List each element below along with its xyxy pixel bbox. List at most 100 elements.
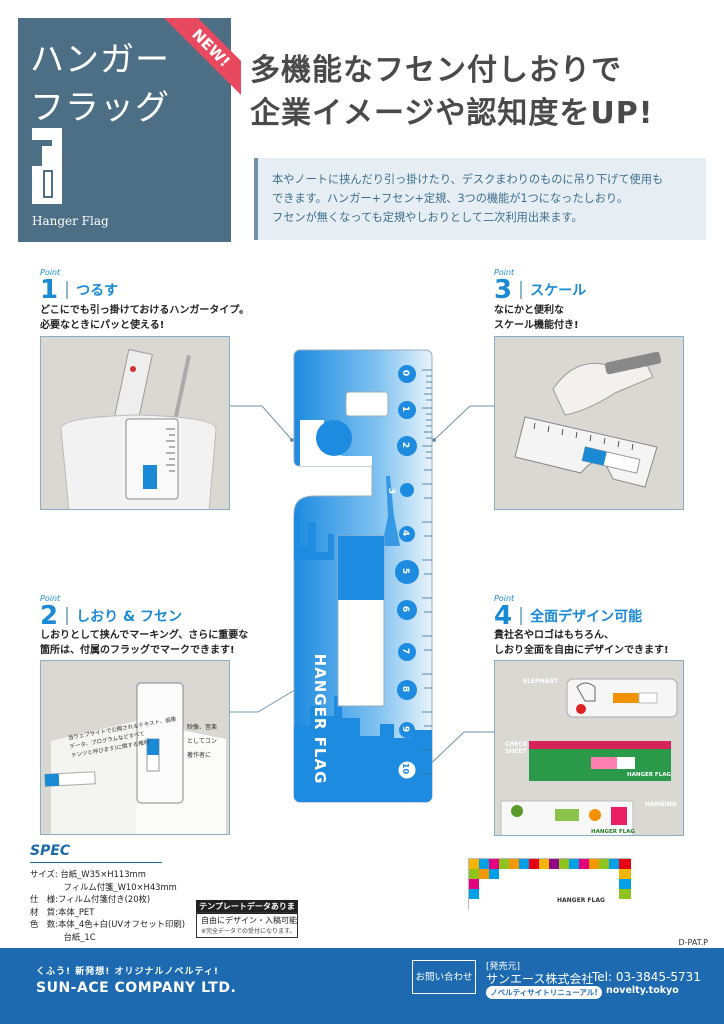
point-1-description: どこにでも引っ掛けておけるハンガータイプ。 必要なときにパッと使える! [40,303,249,333]
book-right-text: 映像、音楽 としてコン 著作者に [187,721,217,763]
point-label: Point [40,268,61,277]
template-text: 自由にデザイン・入稿可能 [201,916,297,925]
point-label: Point [494,594,515,603]
point-2-heading: Point 2 しおり & フセン [40,594,182,629]
point-title: しおり & フセン [76,609,183,625]
product-code: D-PAT.P [678,938,708,947]
design-samples-illustration [495,661,683,835]
point-desc-line: しおり全面を自由にデザインできます! [494,645,669,656]
footer-company-name: SUN-ACE COMPANY LTD. [36,980,237,996]
ruler-number: 7 [400,647,411,655]
point-desc-line: 貴社名やロゴはもちろん、 [494,630,614,641]
connector-dot [432,438,436,442]
point-label: Point [40,594,61,603]
point-2-photo: 当ウェブサイトで公開されるテキスト、画像 データ、プログラムなどすべて テンツと… [40,660,230,835]
ruler-number: 9 [400,725,411,733]
point-1-photo [40,336,230,510]
site-renewal-pill: ノベルティサイトリニューアル! [486,986,602,999]
ruler-number: 5 [400,567,411,575]
headline-line2: 企業イメージや認知度をUP! [250,96,654,131]
ruler-number: 0 [400,369,411,377]
book-illustration [41,661,229,834]
ruler-number: 6 [400,605,411,613]
point-number: 1 [40,275,59,305]
hanger-flag-logo-icon [32,128,62,204]
site-url-link[interactable]: novelty.tokyo [606,985,679,996]
pen-cup-illustration [41,337,229,509]
hanger-flag-product: 0 1 2 3 4 5 6 7 8 9 10 HANGER FLAG [290,346,436,804]
ruler-number: 3 [386,487,397,495]
intro-box: 本やノートに挟んだり引っ掛けたり、デスクまわりのものに吊り下げて使用も できます… [254,158,706,240]
spec-row: 色 数:本体_4色+白(UVオフセット印刷) [30,919,185,929]
design-label-mosaic: MOSAIC [640,860,667,867]
intro-line: フセンが無くなっても定規やしおりとして二次利用出来ます。 [272,211,583,224]
product-title-line2: フラッグ [30,88,170,128]
footer: くふう! 新発想! オリジナルノベルティ! SUN-ACE COMPANY LT… [0,948,724,1024]
spec-list: サイズ: 台紙_W35×H113mm フィルム付箋_W10×H43mm 仕 様:… [30,868,185,943]
point-divider [66,281,69,299]
design-label-elephant: ELEPHANT [523,678,559,685]
book-text-line: 著作者に [187,752,212,759]
spec-row: サイズ: 台紙_W35×H113mm [30,869,146,879]
point-desc-line: どこにでも引っ掛けておけるハンガータイプ。 [40,305,250,316]
brand-english-name: Hanger Flag [32,214,109,228]
book-text-line: としてコン [187,738,217,745]
point-number: 3 [494,275,513,305]
ruler-number: 2 [400,441,411,449]
point-divider [520,607,523,625]
point-3-description: なにかと便利な スケール機能付き! [494,303,579,333]
point-desc-line: 箇所は、付属のフラッグでマークできます! [40,645,235,656]
point-desc-line: スケール機能付き! [494,320,579,331]
template-info: 自由にデザイン・入稿可能 ※完全データでの受付になります。 [196,912,298,938]
ruler-number: 1 [400,405,411,413]
footer-catchphrase: くふう! 新発想! オリジナルノベルティ! [36,967,220,977]
design-brand: HANGER FLAG [557,897,605,904]
intro-line: できます。ハンガー+フセン+定規、3つの機能が1つになったしおり。 [272,192,629,205]
seller-name: サンエース株式会社 [486,972,594,986]
point-number: 4 [494,601,513,631]
point-title: 全面デザイン可能 [530,609,643,625]
ruler-number: 4 [400,529,411,537]
point-desc-line: 必要なときにパッと使える! [40,320,165,331]
connector-dot [290,438,294,442]
mosaic-sample: HANGER FLAG [468,858,631,911]
product-title-line1: ハンガー [30,40,170,80]
product-vertical-brand: HANGER FLAG [311,653,329,785]
point-4-description: 貴社名やロゴはもちろん、 しおり全面を自由にデザインできます! [494,628,669,658]
design-brand: HANGER FLAG [591,829,635,835]
spec-row: 材 質:本体_PET [30,906,95,917]
design-brand: HANGER FLAG [627,772,671,778]
ruler-number: 10 [401,762,411,775]
spec-row: 仕 様:フィルム付箋付き(20枚) [30,894,151,904]
design-label-check-sheet: CHECK SHEET [505,741,528,755]
design-label-hanging: HANGING [645,801,677,808]
point-title: つるす [76,283,119,299]
point-4-photo: ELEPHANT CHECK SHEET HANGER FLAG HANGING… [494,660,684,836]
point-4-heading: Point 4 全面デザイン可能 [494,594,642,629]
title-panel: ハンガー フラッグ Hanger Flag [18,18,231,242]
point-desc-line: なにかと便利な [494,305,564,316]
spec-underline [30,862,162,863]
mosaic-pattern [469,859,631,911]
point-divider [520,281,523,299]
template-badge: テンプレートデータあります [196,900,298,925]
ruler-number: 8 [400,685,411,693]
book-text-line: 映像、音楽 [187,724,218,731]
point-number: 2 [40,601,59,631]
point-title: スケール [530,283,587,299]
headline-line1: 多機能なフセン付しおりで [250,53,622,88]
template-note: ※完全データでの受付になります。 [201,928,296,935]
spec-row: 台紙_1C [30,931,96,942]
point-1-heading: Point 1 つるす [40,268,118,303]
contact-button[interactable]: お問い合わせ [412,960,476,994]
hand-measuring-illustration [495,337,683,509]
intro-line: 本やノートに挟んだり引っ掛けたり、デスクまわりのものに吊り下げて使用も [272,173,664,186]
seller-label: [発売元] [486,962,521,972]
point-divider [66,607,69,625]
spec-row: フィルム付箋_W10×H43mm [30,881,177,892]
point-2-description: しおりとして挟んでマーキング、さらに重要な 箇所は、付属のフラッグでマークできま… [40,628,248,658]
point-3-heading: Point 3 スケール [494,268,586,303]
seller-phone: Tel: 03-3845-5731 [592,970,701,984]
point-desc-line: しおりとして挟んでマーキング、さらに重要な [40,630,249,641]
point-3-photo [494,336,684,510]
